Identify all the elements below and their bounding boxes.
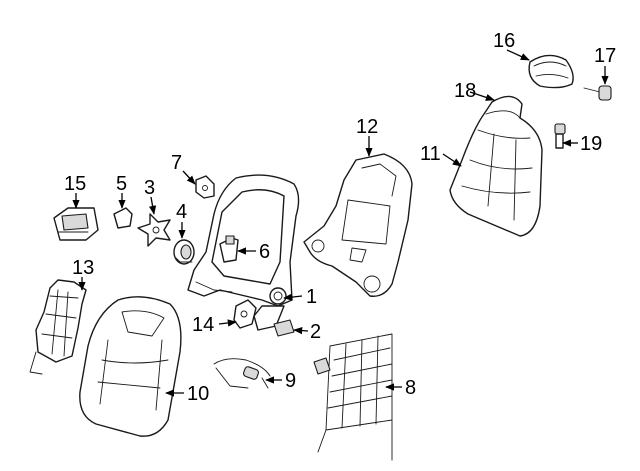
part-5-cap: [113, 207, 133, 229]
part-7-clip: [195, 175, 215, 199]
part-14-bracket: [233, 299, 257, 329]
part-13-heater-pad: [29, 279, 87, 375]
callout-15: 15: [64, 173, 86, 195]
part-16-headrest: [528, 54, 574, 89]
part-11-seat-back-cover: [449, 95, 543, 237]
part-3-knob: [137, 213, 171, 247]
part-9-cable: [213, 358, 271, 389]
callout-labels: 16 17 18 19 11 12 7 15 5 3 4 6 13 1 14 2…: [64, 30, 616, 405]
part-15-module: [53, 207, 99, 241]
callout-13: 13: [72, 257, 94, 279]
part-12-back-panel: [303, 153, 413, 297]
callout-2: 2: [310, 321, 321, 343]
leader-lines: [72, 49, 609, 397]
part-4-grommet: [173, 239, 195, 265]
callout-18: 18: [454, 80, 476, 102]
callout-1: 1: [306, 286, 317, 308]
part-6-bracket: [219, 235, 239, 263]
callout-12: 12: [356, 116, 378, 138]
callout-14: 14: [192, 314, 214, 336]
part-17-bolt: [583, 85, 612, 101]
part-10-cushion: [79, 296, 182, 437]
part-8-lumbar-mat: [313, 333, 393, 461]
callout-10: 10: [187, 383, 209, 405]
callout-7: 7: [171, 152, 182, 174]
callout-5: 5: [116, 173, 127, 195]
callout-17: 17: [594, 45, 616, 67]
callout-8: 8: [405, 377, 416, 399]
callout-9: 9: [285, 370, 296, 392]
callout-3: 3: [144, 177, 155, 199]
callout-19: 19: [580, 133, 602, 155]
callout-11: 11: [420, 143, 441, 165]
callout-6: 6: [259, 241, 270, 263]
part-19-screw: [554, 123, 566, 149]
callout-4: 4: [176, 201, 187, 223]
callout-16: 16: [493, 30, 515, 52]
